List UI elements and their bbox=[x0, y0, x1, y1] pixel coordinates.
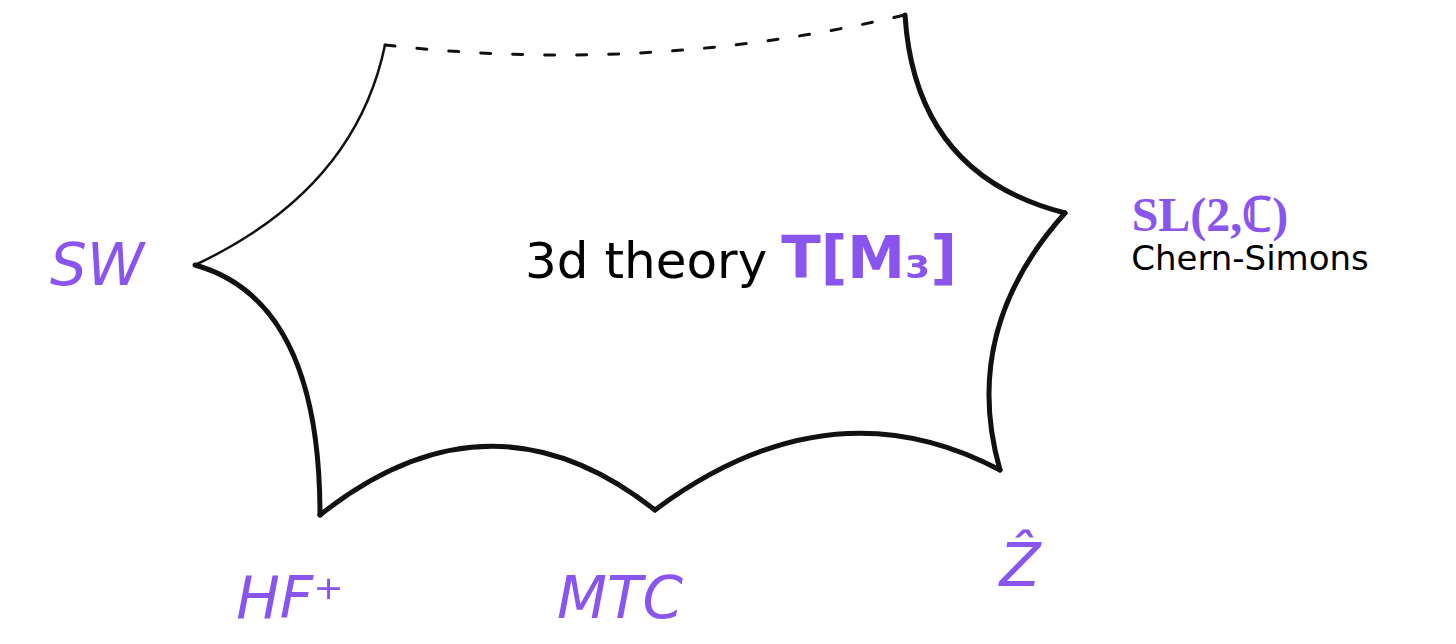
outline-arc bbox=[385, 15, 905, 55]
theory-label: SL(2,ℂ) bbox=[1132, 180, 1289, 245]
outline-arc bbox=[905, 15, 1065, 213]
outline-arc bbox=[195, 45, 385, 265]
region-text: 3d theoryT[M₃] bbox=[525, 224, 957, 292]
invariant-label: SW bbox=[50, 231, 144, 299]
theory-symbol: T[M₃] bbox=[781, 224, 957, 292]
outline-arc bbox=[195, 265, 320, 515]
invariant-label: MTC bbox=[557, 564, 683, 632]
outline-arc bbox=[320, 446, 655, 515]
invariant-label: Ẑ bbox=[999, 530, 1040, 600]
theory-label: 3d theory bbox=[525, 232, 767, 290]
theory-subtitle: Chern-Simons bbox=[1131, 238, 1369, 278]
invariant-label: HF⁺ bbox=[236, 564, 344, 632]
theory-region: 3d theoryT[M₃] bbox=[190, 10, 1075, 525]
outline-arc bbox=[655, 433, 1000, 510]
outline-arc bbox=[989, 213, 1065, 470]
